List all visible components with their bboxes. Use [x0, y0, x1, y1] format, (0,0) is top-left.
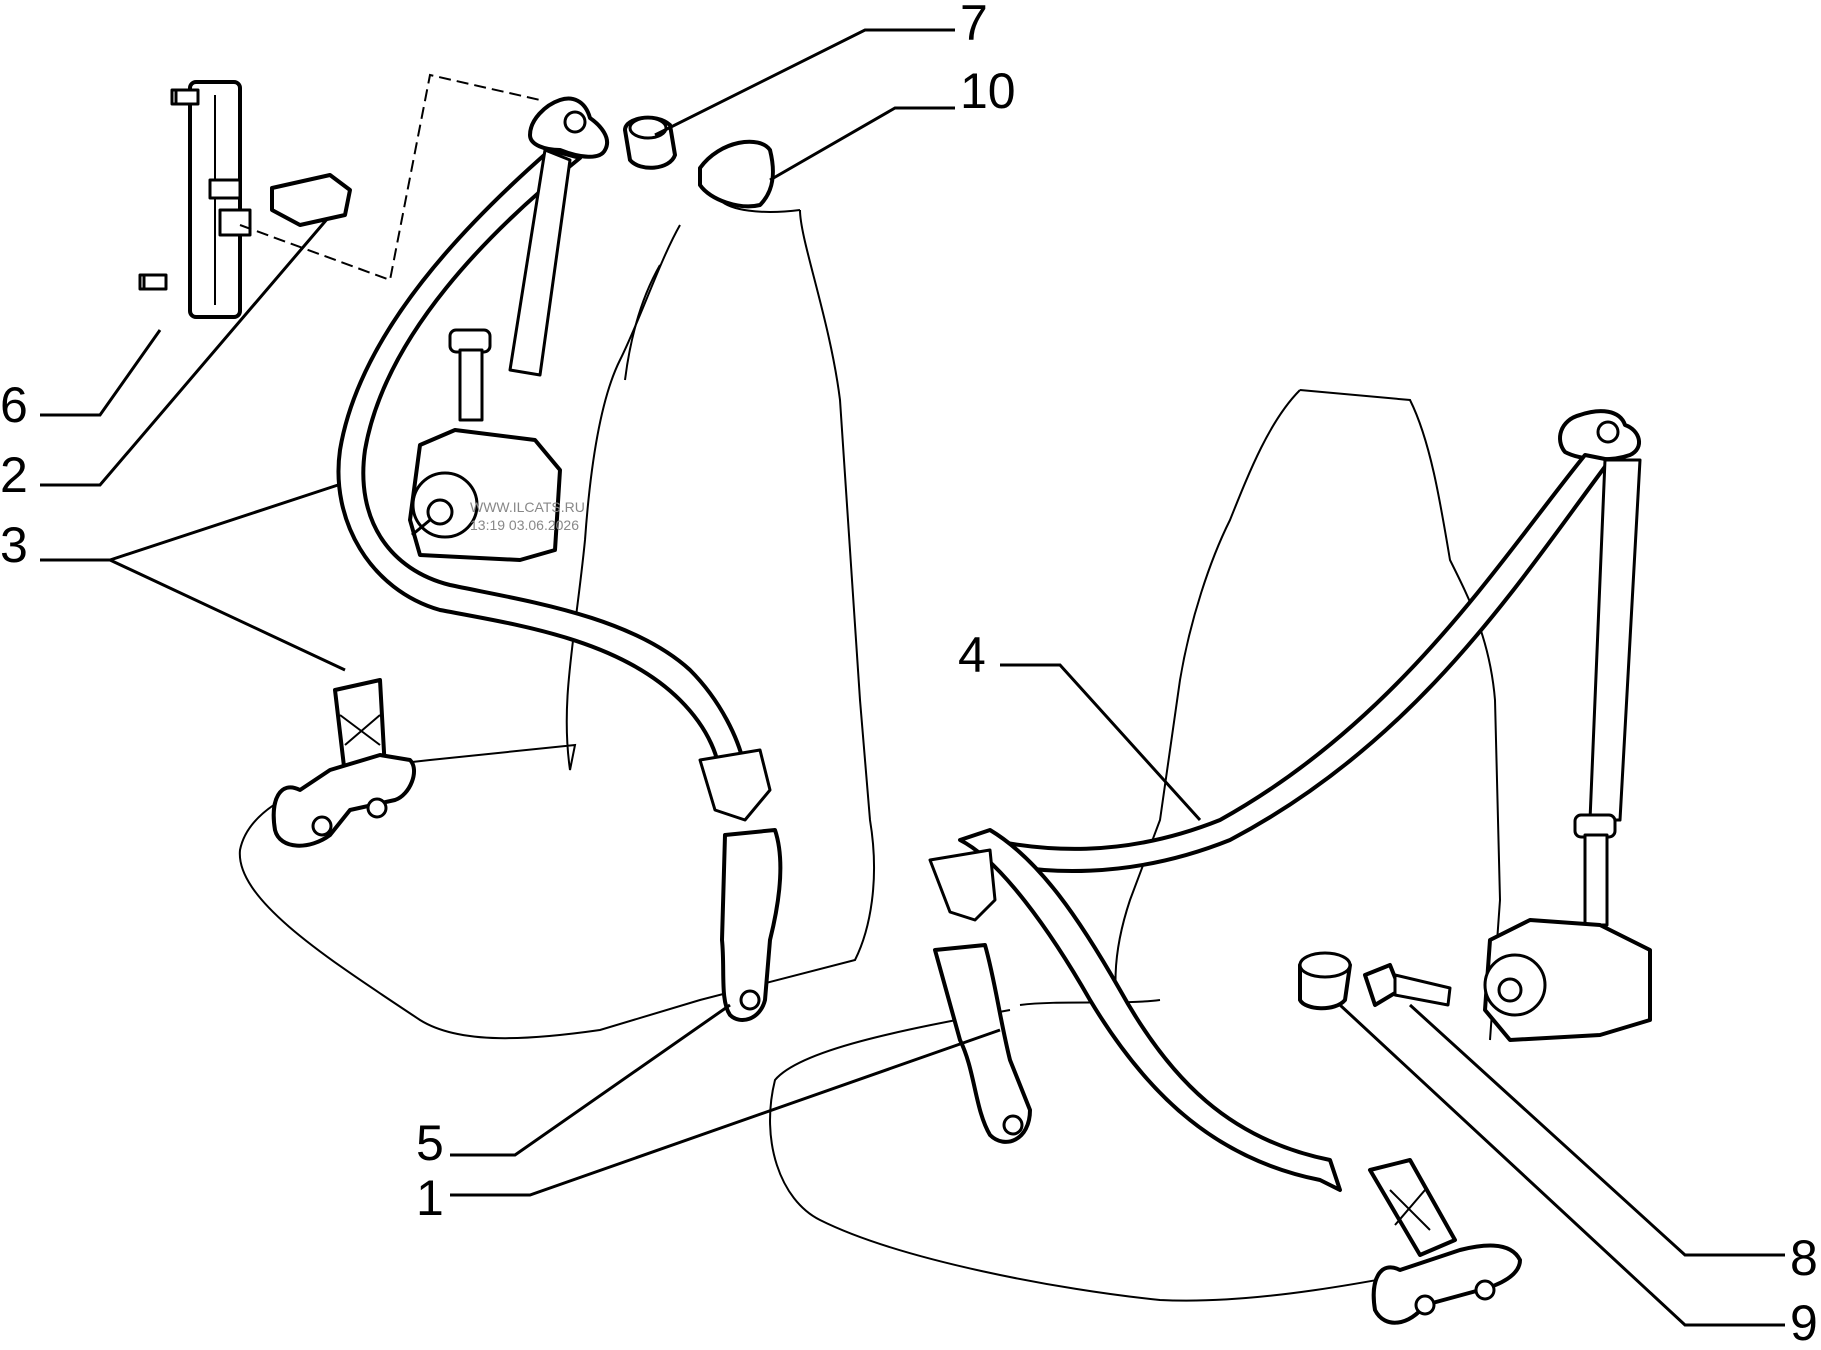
height-adjuster-rail: [138, 80, 252, 319]
callout-8: 8: [1790, 1230, 1818, 1286]
callout-5: 5: [416, 1115, 444, 1171]
bushing-part-7: [623, 115, 677, 170]
right-seat-outline: [769, 389, 1502, 1302]
callout-2: 2: [0, 447, 28, 503]
spacer-part-9: [1298, 951, 1352, 1011]
callout-7: 7: [960, 0, 988, 51]
callout-1: 1: [416, 1170, 444, 1226]
callout-4: 4: [958, 627, 986, 683]
leader-lines: [40, 28, 1785, 1327]
trim-cover-part-2: [270, 173, 352, 227]
cap-part-10: [698, 139, 775, 209]
callout-9: 9: [1790, 1295, 1818, 1350]
callout-6: 6: [0, 377, 28, 433]
callout-3: 3: [0, 517, 28, 573]
left-seat-belt-assembly: [271, 96, 783, 1022]
bolt-part-8: [1363, 963, 1452, 1007]
callout-10: 10: [960, 63, 1016, 119]
right-seat-belt-assembly: [928, 409, 1652, 1325]
watermark-timestamp: 13:19 03.06.2026: [470, 517, 579, 533]
watermark-site: WWW.ILCATS.RU: [470, 499, 585, 515]
